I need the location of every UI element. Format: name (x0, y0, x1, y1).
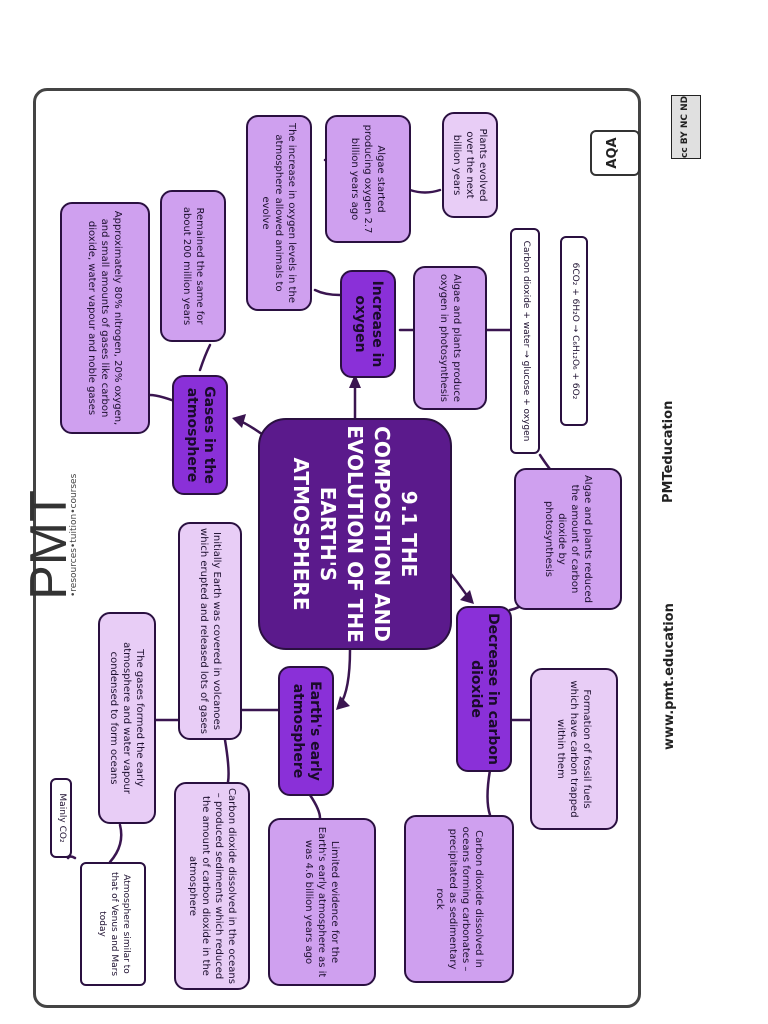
note-co2-photosynthesis-text: Algae and plants reduced the amount of c… (543, 474, 593, 604)
connector-center-early (338, 648, 352, 707)
note-venus-mars: Atmosphere similar to that of Venus and … (80, 862, 146, 986)
connector-co2-carbonates (486, 768, 492, 817)
note-equation-symbols-text: 6CO₂ + 6H₂O → C₆H₁₂O₆ + 6O₂ (569, 262, 580, 400)
arrowhead-gases (232, 414, 246, 428)
note-algae-started-text: Algae started producing oxygen 2.7 billi… (349, 124, 387, 234)
connector-gases-same (198, 343, 212, 372)
central-topic-text: 9.1 THE COMPOSITION AND EVOLUTION OF THE… (289, 425, 422, 643)
arrowhead-oxygen (349, 374, 361, 388)
arrowhead-early (336, 696, 350, 710)
branch-gases-label: Gases in the atmosphere (184, 386, 218, 484)
note-gases-composition-text: Approximately 80% nitrogen, 20% oxygen, … (86, 210, 124, 426)
central-topic: 9.1 THE COMPOSITION AND EVOLUTION OF THE… (258, 418, 452, 650)
note-fossil-fuels-text: Formation of fossil fuels which have car… (555, 680, 593, 818)
page-frame (33, 88, 641, 1008)
note-oceans-formed: The gases formed the early atmosphere an… (98, 612, 156, 824)
note-plants-evolved-text: Plants evolved over the next billion yea… (451, 128, 489, 202)
connector-venus-mainly (66, 855, 77, 860)
connector-algae-plants (408, 188, 442, 194)
note-limited-evidence-text: Limited evidence for the Earth's early a… (303, 826, 341, 978)
note-carbonates-text: Carbon dioxide dissolved in oceans formi… (434, 826, 484, 972)
note-oxygen-evolve-text: The increase in oxygen levels in the atm… (260, 123, 298, 303)
note-sediments: Carbon dioxide dissolved in the oceans –… (174, 782, 250, 990)
note-photosynthesis-oxygen-text: Algae and plants produce oxygen in photo… (438, 273, 462, 402)
note-equation-words-text: Carbon dioxide + water → glucose + oxyge… (520, 240, 531, 442)
branch-co2-label: Decrease in carbon dioxide (468, 613, 502, 765)
branch-gases: Gases in the atmosphere (172, 375, 228, 495)
connector-oceans-venus (108, 823, 123, 864)
branch-early: Earth's early atmosphere (278, 666, 334, 796)
arrowhead-co2 (460, 590, 474, 604)
note-sediments-text: Carbon dioxide dissolved in the oceans –… (187, 788, 237, 984)
note-photosynthesis-oxygen: Algae and plants produce oxygen in photo… (413, 266, 487, 410)
branch-oxygen-label: Increase in oxygen (352, 280, 386, 368)
branch-co2: Decrease in carbon dioxide (456, 606, 512, 772)
note-algae-started: Algae started producing oxygen 2.7 billi… (325, 115, 411, 243)
note-gases-same: Remained the same for about 200 million … (160, 190, 226, 342)
note-venus-mars-text: Atmosphere similar to that of Venus and … (97, 871, 131, 977)
note-gases-composition: Approximately 80% nitrogen, 20% oxygen, … (60, 202, 150, 434)
connector-early-limited (308, 793, 322, 820)
note-equation-symbols: 6CO₂ + 6H₂O → C₆H₁₂O₆ + 6O₂ (560, 236, 588, 426)
note-gases-same-text: Remained the same for about 200 million … (181, 206, 205, 326)
note-volcanoes: Initially Earth was covered in volcanoes… (178, 522, 242, 740)
note-co2-photosynthesis: Algae and plants reduced the amount of c… (514, 468, 622, 610)
note-mainly-co2-text: Mainly CO₂ (56, 793, 67, 843)
note-fossil-fuels: Formation of fossil fuels which have car… (530, 668, 618, 830)
note-oxygen-evolve: The increase in oxygen levels in the atm… (246, 115, 312, 311)
note-oceans-formed-text: The gases formed the early atmosphere an… (108, 642, 146, 794)
note-equation-words: Carbon dioxide + water → glucose + oxyge… (510, 228, 540, 454)
note-limited-evidence: Limited evidence for the Earth's early a… (268, 818, 376, 986)
note-volcanoes-text: Initially Earth was covered in volcanoes… (198, 528, 222, 734)
branch-early-label: Earth's early atmosphere (290, 681, 324, 781)
connector-volcanoes-sediments (223, 738, 230, 784)
connector-oxygen-evolve (313, 288, 342, 297)
note-mainly-co2: Mainly CO₂ (50, 778, 72, 858)
branch-oxygen: Increase in oxygen (340, 270, 396, 378)
note-carbonates: Carbon dioxide dissolved in oceans formi… (404, 815, 514, 983)
note-plants-evolved: Plants evolved over the next billion yea… (442, 112, 498, 218)
